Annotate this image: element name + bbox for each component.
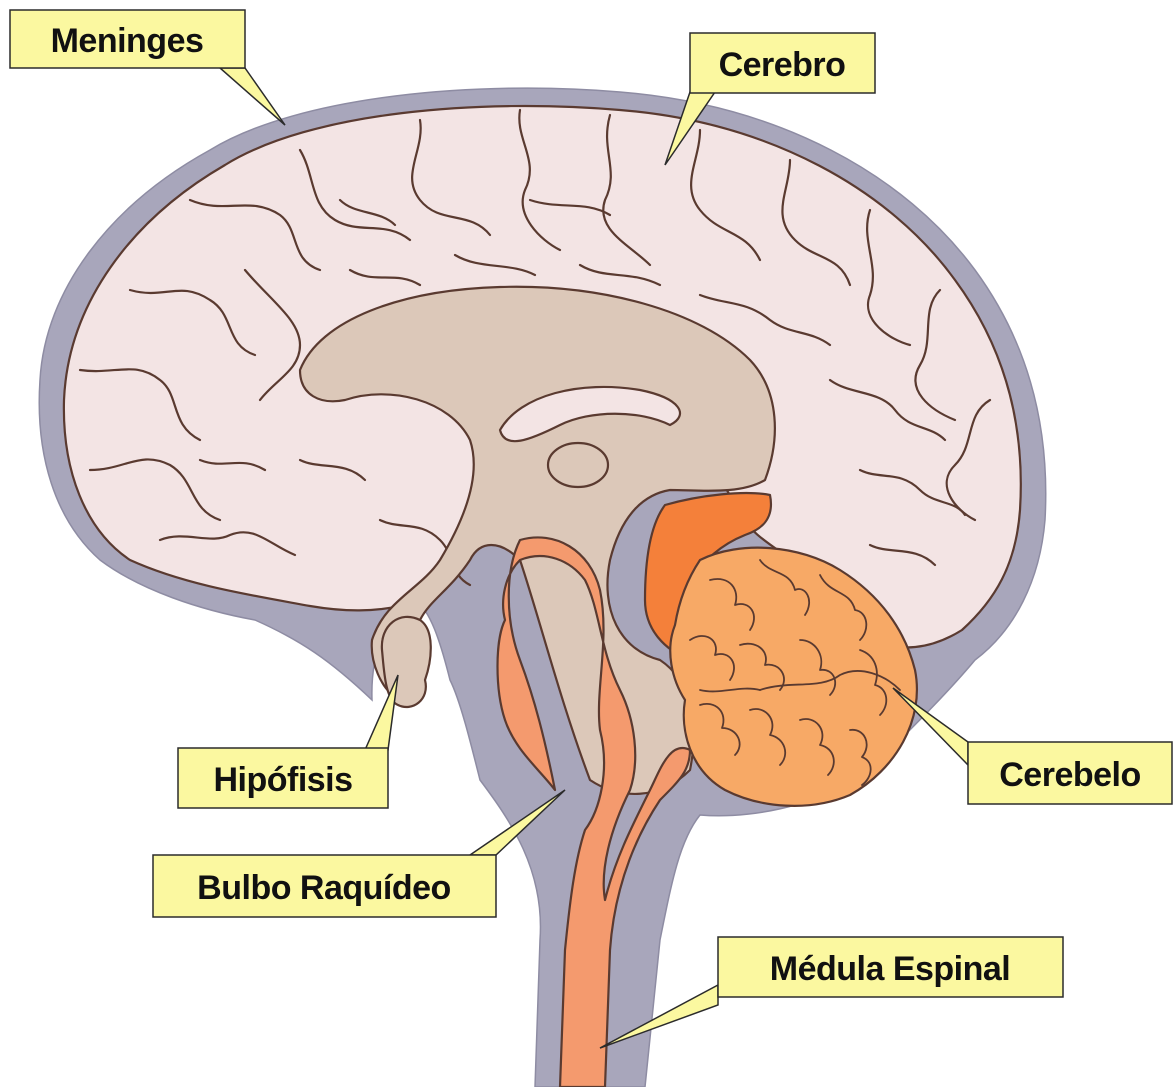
label-hipofisis-text: Hipófisis: [213, 761, 352, 799]
label-cerebro: Cerebro: [690, 33, 875, 93]
label-meninges: Meninges: [10, 10, 245, 68]
label-cerebro-text: Cerebro: [719, 46, 846, 84]
label-medula-text: Médula Espinal: [770, 950, 1011, 988]
label-cerebelo-text: Cerebelo: [999, 756, 1141, 794]
label-bulbo: Bulbo Raquídeo: [153, 855, 496, 917]
label-bulbo-text: Bulbo Raquídeo: [197, 869, 451, 907]
leader-meninges: [220, 68, 285, 125]
label-medula: Médula Espinal: [718, 937, 1063, 997]
thalamus: [548, 443, 608, 487]
label-meninges-text: Meninges: [51, 22, 204, 60]
label-cerebelo: Cerebelo: [968, 742, 1172, 804]
label-hipofisis: Hipófisis: [178, 748, 388, 808]
